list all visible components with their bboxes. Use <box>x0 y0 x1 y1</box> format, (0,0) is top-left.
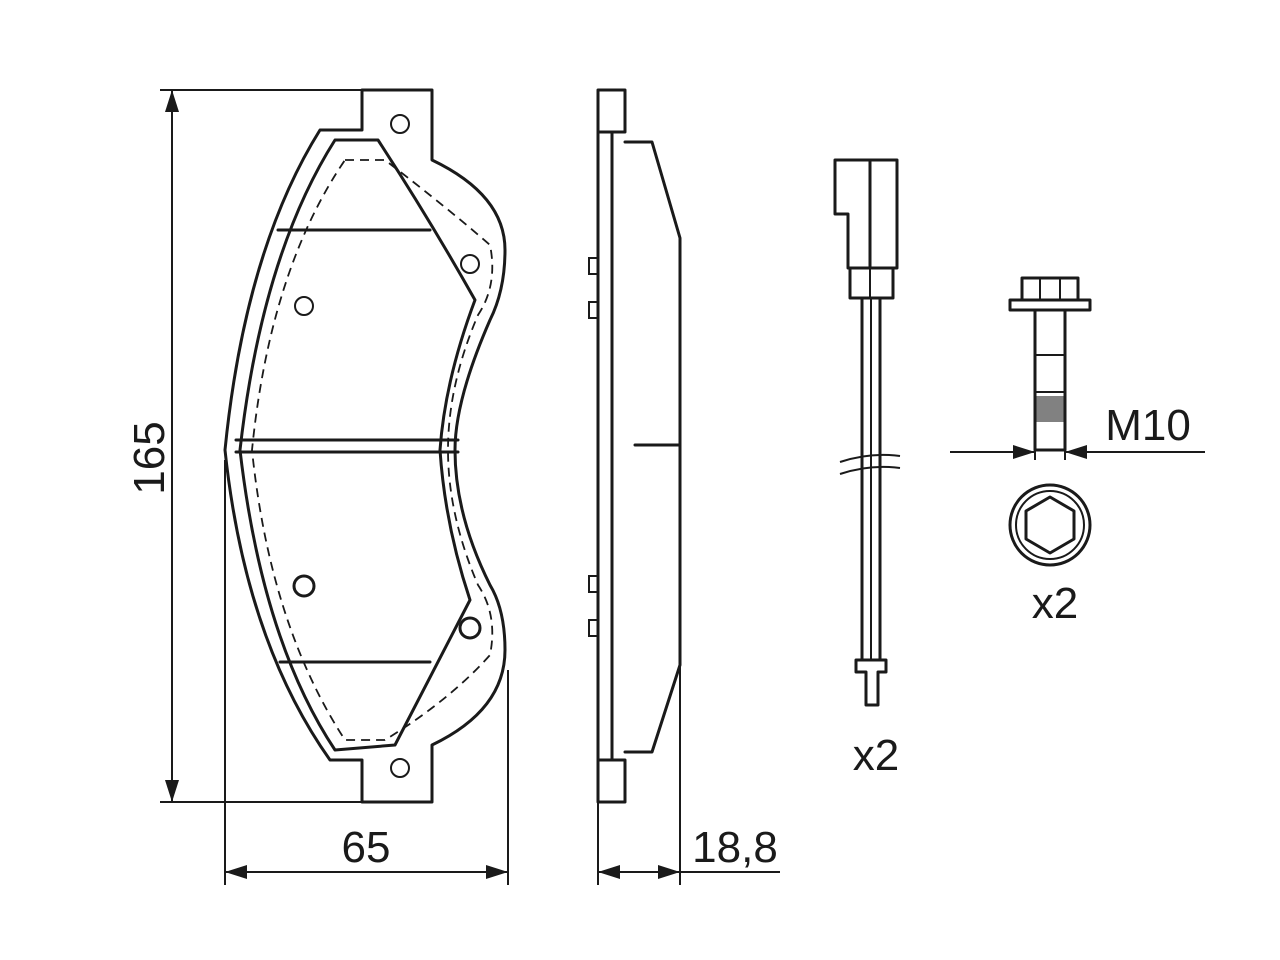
wear-sensor: x2 <box>833 158 901 780</box>
bolt: M10 x2 <box>950 276 1205 628</box>
clip-tab <box>588 301 599 319</box>
cable-break-mark <box>839 453 901 475</box>
pad-side-view <box>588 88 682 804</box>
thickness-dimension: 18,8 <box>597 665 780 885</box>
sensor-connector <box>833 158 899 270</box>
friction-material-outline <box>238 138 477 752</box>
hex-socket <box>1024 495 1076 555</box>
height-dimension: 165 <box>125 89 362 803</box>
mount-hole-bottom <box>390 758 410 778</box>
thickness-label: 18,8 <box>692 823 778 872</box>
mount-hole-lower-left <box>292 574 316 598</box>
bolt-thread <box>1036 396 1064 422</box>
bolt-quantity: x2 <box>1032 579 1078 628</box>
mount-hole-upper-right <box>460 254 480 274</box>
clip-tab <box>588 575 599 593</box>
height-label: 165 <box>125 421 174 494</box>
mount-hole-lower-right <box>458 616 482 640</box>
mount-hole-upper-left <box>294 296 314 316</box>
side-backing-plate <box>596 88 627 134</box>
bolt-head <box>1020 276 1080 302</box>
thread-label: M10 <box>1105 401 1191 450</box>
bolt-head-top-view <box>1008 483 1092 567</box>
clip-tab <box>588 257 599 275</box>
bolt-flange <box>1008 298 1092 312</box>
backing-plate-outline <box>223 88 507 804</box>
pad-front-view <box>223 88 507 804</box>
clip-tab <box>588 619 599 637</box>
width-dimension: 65 <box>224 460 509 885</box>
sensor-quantity: x2 <box>853 731 899 780</box>
sensor-tip <box>854 658 888 707</box>
wear-limit-dashed-outline <box>251 159 494 741</box>
width-label: 65 <box>342 823 391 872</box>
mount-hole-top <box>390 114 410 134</box>
bolt-shank <box>1033 308 1067 452</box>
side-friction-block <box>623 140 682 754</box>
